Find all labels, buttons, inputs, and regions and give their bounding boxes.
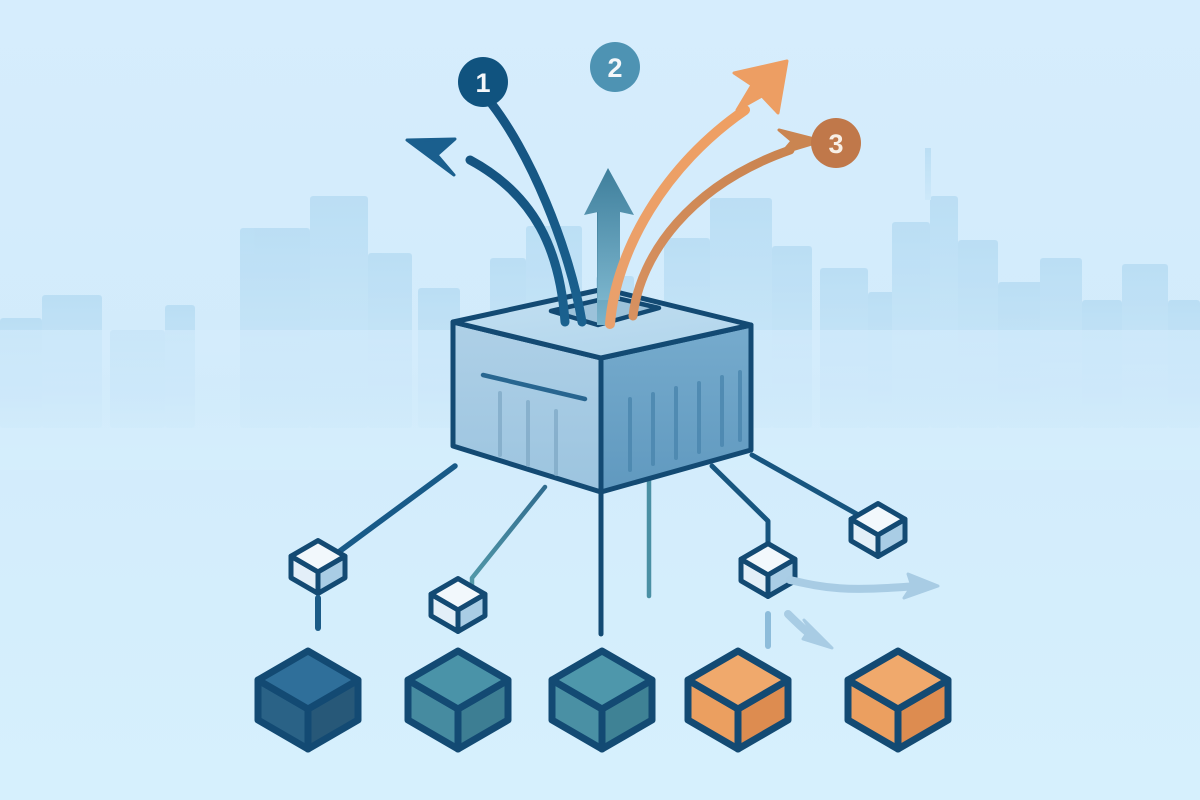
small-cube-4[interactable] bbox=[848, 501, 908, 559]
small-cube-1-top-face bbox=[288, 538, 348, 575]
small-cube-3-top-face bbox=[738, 541, 798, 578]
small-cube-group bbox=[288, 501, 908, 634]
large-cube-4-top-face bbox=[684, 647, 792, 713]
badge-two[interactable]: 2 bbox=[590, 42, 640, 92]
connector-right-long bbox=[749, 452, 865, 520]
arrow-three-secondary-stem bbox=[628, 145, 795, 321]
large-cube-2[interactable] bbox=[404, 647, 512, 753]
large-cube-4[interactable] bbox=[684, 647, 792, 753]
hint-arrow-2-head bbox=[801, 618, 834, 650]
dash-group bbox=[315, 595, 771, 649]
badge-one[interactable]: 1 bbox=[458, 57, 508, 107]
large-cube-3-top-face bbox=[548, 647, 656, 713]
outbound-arrows bbox=[405, 59, 824, 329]
badge-three[interactable]: 3 bbox=[811, 118, 861, 168]
arrow-one-secondary-head bbox=[405, 137, 457, 177]
badge-three-circle bbox=[811, 118, 861, 168]
hint-arrow-group bbox=[784, 572, 940, 650]
hint-arrow-1-head bbox=[902, 572, 940, 600]
large-cube-3[interactable] bbox=[548, 647, 656, 753]
small-cube-2[interactable] bbox=[428, 576, 488, 634]
large-cube-1-top-face bbox=[254, 647, 362, 713]
large-cube-5-top-face bbox=[844, 647, 952, 713]
badge-group: 1 2 3 bbox=[458, 42, 861, 168]
arrow-three-head bbox=[732, 59, 789, 115]
badge-one-label: 1 bbox=[475, 68, 490, 98]
badge-two-label: 2 bbox=[607, 53, 622, 83]
large-cube-2-top-face bbox=[404, 647, 512, 713]
badge-one-circle bbox=[458, 57, 508, 107]
arrow-one-secondary-stem bbox=[465, 155, 570, 327]
arrow-two-head bbox=[584, 168, 634, 300]
small-cube-1[interactable] bbox=[288, 538, 348, 596]
arrow-three-secondary-head bbox=[777, 128, 824, 155]
small-cube-4-top-face bbox=[848, 501, 908, 538]
small-cube-2-top-face bbox=[428, 576, 488, 613]
box-left-band bbox=[480, 372, 588, 402]
box-right-ribs bbox=[628, 370, 742, 472]
skyline-spire bbox=[925, 148, 931, 200]
hint-arrow-1-stem bbox=[786, 576, 920, 593]
badge-two-circle bbox=[590, 42, 640, 92]
arrow-one-stem bbox=[482, 93, 587, 327]
box-left-ribs bbox=[498, 391, 558, 476]
connector-left-long bbox=[337, 463, 458, 554]
large-cube-1[interactable] bbox=[254, 647, 362, 753]
large-cube-5[interactable] bbox=[844, 647, 952, 753]
arrow-three-stem bbox=[605, 105, 750, 329]
large-cube-group bbox=[254, 647, 952, 753]
badge-three-label: 3 bbox=[828, 129, 843, 159]
